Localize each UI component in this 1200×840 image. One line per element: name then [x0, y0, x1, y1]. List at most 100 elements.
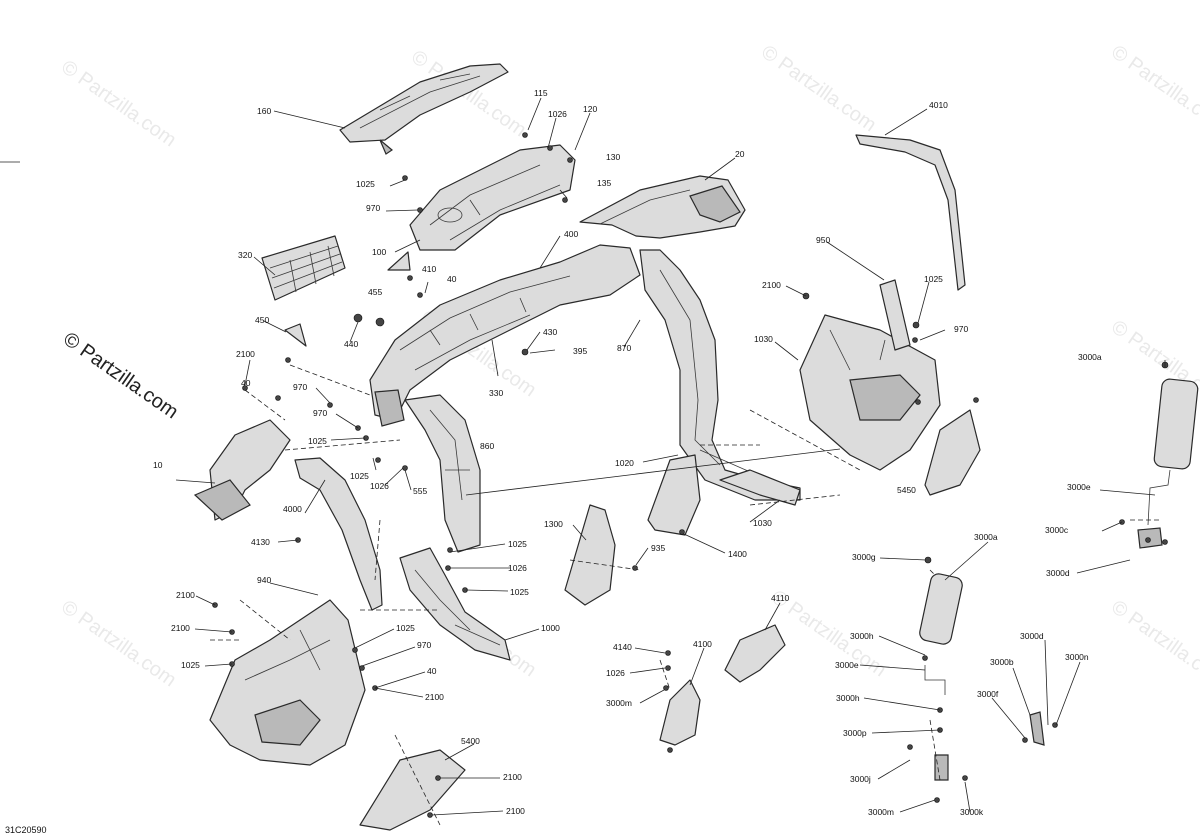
- callout-970-left-a: 970: [293, 382, 307, 392]
- callout-970-right: 970: [954, 324, 968, 334]
- callout-970-floor: 970: [417, 640, 431, 650]
- part-400: [369, 244, 641, 427]
- callout-1026-low: 1026: [606, 668, 625, 678]
- callout-970: 970: [366, 203, 380, 213]
- callout-430: 430: [543, 327, 557, 337]
- watermark-main: © Partzilla.com: [59, 328, 182, 423]
- callout-3000d-center: 3000d: [1020, 631, 1044, 641]
- callout-940: 940: [257, 575, 271, 585]
- callout-2100-right: 2100: [762, 280, 781, 290]
- callout-3000h-a: 3000h: [850, 631, 874, 641]
- callout-1026-left: 1026: [370, 481, 389, 491]
- callout-450: 450: [255, 315, 269, 325]
- part-1300: [564, 504, 616, 606]
- part-4100: [659, 679, 701, 746]
- part-5400: [359, 749, 466, 831]
- callout-1000: 1000: [541, 623, 560, 633]
- part-860: [404, 394, 481, 553]
- part-10: [193, 419, 291, 521]
- callout-400: 400: [564, 229, 578, 239]
- callout-555: 555: [413, 486, 427, 496]
- part-5450: [924, 409, 981, 496]
- callout-1025-floor-r: 1025: [396, 623, 415, 633]
- part-1000: [399, 547, 511, 661]
- watermark: © Partzilla.com: [1107, 596, 1200, 691]
- callout-3000j: 3000j: [850, 774, 871, 784]
- callout-40-left: 40: [241, 378, 251, 388]
- callout-1025-left-a: 1025: [308, 436, 327, 446]
- callout-330: 330: [489, 388, 503, 398]
- part-4010: [855, 134, 966, 291]
- callout-1025: 1025: [356, 179, 375, 189]
- callout-100: 100: [372, 247, 386, 257]
- callout-1400: 1400: [728, 549, 747, 559]
- callout-3000a-center: 3000a: [974, 532, 998, 542]
- callout-4010: 4010: [929, 100, 948, 110]
- diagram-code: 31C20590: [5, 825, 47, 835]
- callout-455: 455: [368, 287, 382, 297]
- watermarks: © Partzilla.com © Partzilla.com © Partzi…: [57, 41, 1200, 691]
- callout-3000e-center: 3000e: [835, 660, 859, 670]
- part-1400: [647, 454, 701, 536]
- callout-135: 135: [597, 178, 611, 188]
- callout-4140: 4140: [613, 642, 632, 652]
- callout-950: 950: [816, 235, 830, 245]
- part-4110: [724, 624, 786, 683]
- callout-2100-bottom-a: 2100: [503, 772, 522, 782]
- callout-3000d-right: 3000d: [1046, 568, 1070, 578]
- callout-870: 870: [617, 343, 631, 353]
- callout-3000m-bottom: 3000m: [868, 807, 894, 817]
- callout-2100-floor-a: 2100: [176, 590, 195, 600]
- part-20: [579, 175, 746, 239]
- callout-120: 120: [583, 104, 597, 114]
- callout-labels: 160 115 1026 120 130 135 1025 970 100 20…: [153, 88, 1102, 817]
- watermark: © Partzilla.com: [57, 56, 180, 151]
- callout-2100-bottom-b: 2100: [506, 806, 525, 816]
- leader-lines: [0, 97, 1166, 816]
- callout-1030-lower: 1030: [753, 518, 772, 528]
- part-950: [799, 279, 941, 471]
- callout-4110: 4110: [771, 593, 790, 603]
- callout-3000f: 3000f: [977, 689, 999, 699]
- callout-1026-mid: 1026: [508, 563, 527, 573]
- callout-40-top: 40: [447, 274, 457, 284]
- callout-935: 935: [651, 543, 665, 553]
- callout-3000m-low: 3000m: [606, 698, 632, 708]
- callout-320: 320: [238, 250, 252, 260]
- callout-160: 160: [257, 106, 271, 116]
- part-4000: [294, 457, 383, 611]
- callout-1026: 1026: [548, 109, 567, 119]
- callout-1020: 1020: [615, 458, 634, 468]
- callout-5400: 5400: [461, 736, 480, 746]
- callout-4100: 4100: [693, 639, 712, 649]
- part-450: [284, 323, 307, 347]
- part-455: [387, 251, 411, 271]
- callout-860: 860: [480, 441, 494, 451]
- part-160: [339, 63, 509, 155]
- callout-1030-upper: 1030: [754, 334, 773, 344]
- callout-115: 115: [534, 88, 548, 98]
- callout-1025-mid-b: 1025: [510, 587, 529, 597]
- callout-3000c: 3000c: [1045, 525, 1069, 535]
- callout-395: 395: [573, 346, 587, 356]
- callout-1300: 1300: [544, 519, 563, 529]
- dashed-guides: [210, 364, 1160, 826]
- watermark: © Partzilla.com: [1107, 41, 1200, 136]
- callout-3000e-right: 3000e: [1067, 482, 1091, 492]
- callout-4000: 4000: [283, 504, 302, 514]
- callout-2100-floor-b: 2100: [171, 623, 190, 633]
- callout-3000n: 3000n: [1065, 652, 1089, 662]
- callout-20: 20: [735, 149, 745, 159]
- callout-1025-left-b: 1025: [350, 471, 369, 481]
- callout-3000b: 3000b: [990, 657, 1014, 667]
- callout-2100-floor-c: 2100: [425, 692, 444, 702]
- callout-3000k: 3000k: [960, 807, 984, 817]
- part-940: [209, 599, 366, 766]
- callout-3000h-b: 3000h: [836, 693, 860, 703]
- callout-4130: 4130: [251, 537, 270, 547]
- callout-970-left-b: 970: [313, 408, 327, 418]
- callout-1025-floor: 1025: [181, 660, 200, 670]
- part-1030: [719, 469, 801, 506]
- watermark: © Partzilla.com: [57, 596, 180, 691]
